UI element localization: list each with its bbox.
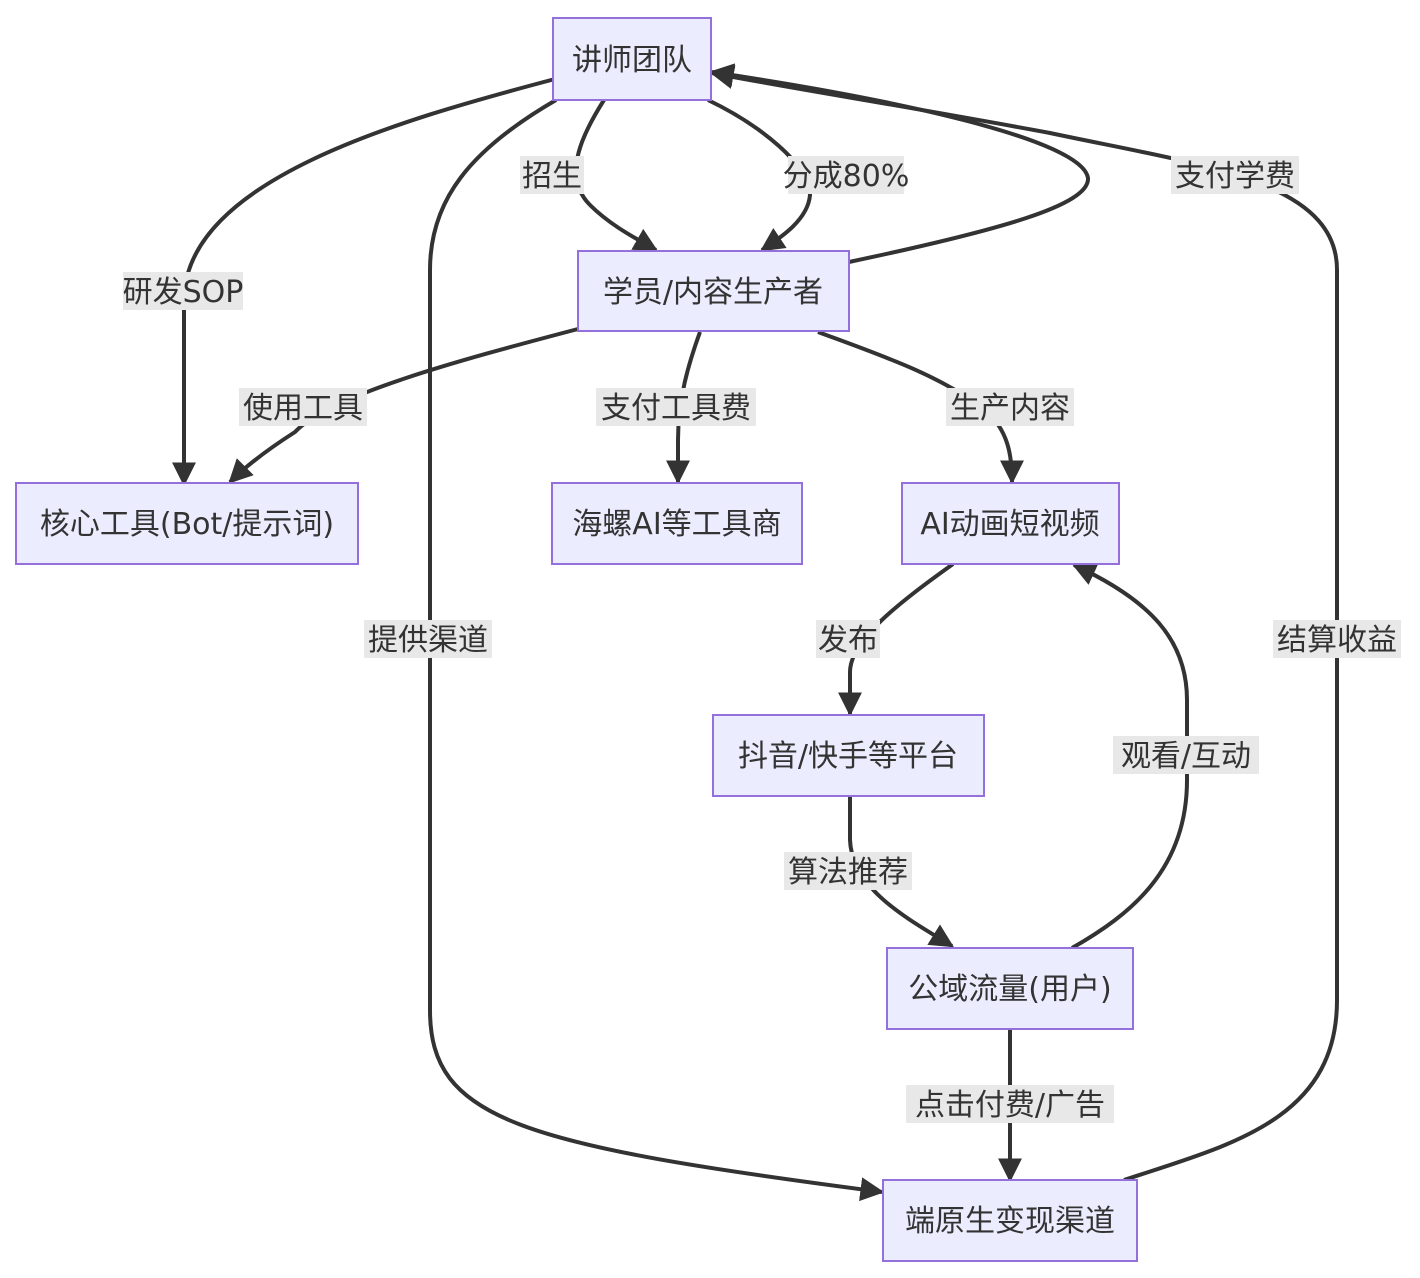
svg-text:抖音/快手等平台: 抖音/快手等平台: [738, 739, 958, 774]
edge-label-use-tools: 使用工具: [239, 388, 367, 426]
edge-public-traffic-to-ai-video: [1071, 563, 1189, 950]
svg-text:算法推荐: 算法推荐: [788, 855, 908, 890]
svg-text:支付工具费: 支付工具费: [601, 391, 751, 426]
edge-label-watch: 观看/互动: [1113, 736, 1259, 774]
node-platforms[interactable]: 抖音/快手等平台: [712, 714, 985, 797]
svg-text:核心工具(Bot/提示词): 核心工具(Bot/提示词): [40, 507, 334, 542]
node-students[interactable]: 学员/内容生产者: [577, 250, 850, 332]
edge-label-share: 分成80%: [783, 156, 910, 194]
svg-text:生产内容: 生产内容: [950, 391, 1070, 426]
node-core-tools[interactable]: 核心工具(Bot/提示词): [15, 482, 359, 565]
edge-teachers-to-core-tools: [172, 77, 556, 487]
svg-text:点击付费/广告: 点击付费/广告: [915, 1088, 1105, 1123]
svg-text:讲师团队: 讲师团队: [572, 43, 692, 78]
edge-teachers-to-monetization: [428, 98, 885, 1202]
svg-text:海螺AI等工具商: 海螺AI等工具商: [572, 507, 781, 542]
svg-text:使用工具: 使用工具: [243, 391, 363, 426]
svg-text:发布: 发布: [818, 623, 878, 658]
edge-label-provide-channel: 提供渠道: [364, 620, 492, 658]
edge-label-recommend: 算法推荐: [784, 852, 912, 890]
svg-text:提供渠道: 提供渠道: [368, 623, 488, 658]
edge-label-pay-tuition: 支付学费: [1171, 156, 1299, 194]
svg-text:招生: 招生: [522, 159, 582, 194]
node-tool-vendors[interactable]: 海螺AI等工具商: [551, 482, 803, 565]
edges: [172, 63, 1339, 1202]
edge-label-click-pay: 点击付费/广告: [906, 1085, 1114, 1123]
svg-text:学员/内容生产者: 学员/内容生产者: [603, 275, 823, 310]
edge-label-pay-tool-fee: 支付工具费: [596, 388, 756, 426]
node-public-traffic[interactable]: 公域流量(用户): [886, 947, 1134, 1030]
node-monetization[interactable]: 端原生变现渠道: [882, 1179, 1138, 1262]
edge-label-settle: 结算收益: [1273, 620, 1401, 658]
edge-platforms-to-public-traffic: [848, 796, 955, 948]
node-teachers[interactable]: 讲师团队: [552, 17, 712, 101]
node-ai-video[interactable]: AI动画短视频: [901, 482, 1120, 565]
nodes: 讲师团队 学员/内容生产者 核心工具(Bot/提示词) 海螺AI等工具商 AI动…: [15, 17, 1138, 1262]
svg-text:公域流量(用户): 公域流量(用户): [908, 972, 1111, 1007]
edge-label-produce: 生产内容: [946, 388, 1074, 426]
svg-text:观看/互动: 观看/互动: [1121, 739, 1251, 774]
edge-label-recruit: 招生: [520, 156, 584, 194]
svg-text:AI动画短视频: AI动画短视频: [920, 507, 1099, 542]
svg-text:结算收益: 结算收益: [1277, 623, 1397, 658]
edge-teachers-to-students-recruit: [574, 98, 659, 252]
svg-text:研发SOP: 研发SOP: [123, 275, 244, 310]
svg-text:分成80%: 分成80%: [783, 159, 910, 194]
svg-text:支付学费: 支付学费: [1175, 159, 1295, 194]
edge-label-rd-sop: 研发SOP: [123, 272, 244, 310]
edge-labels: 招生 分成80% 研发SOP 支付学费 使用工具 支付工具费 生产内容 提供渠: [123, 156, 1401, 1123]
svg-text:端原生变现渠道: 端原生变现渠道: [905, 1204, 1115, 1239]
edge-label-publish: 发布: [816, 620, 880, 658]
